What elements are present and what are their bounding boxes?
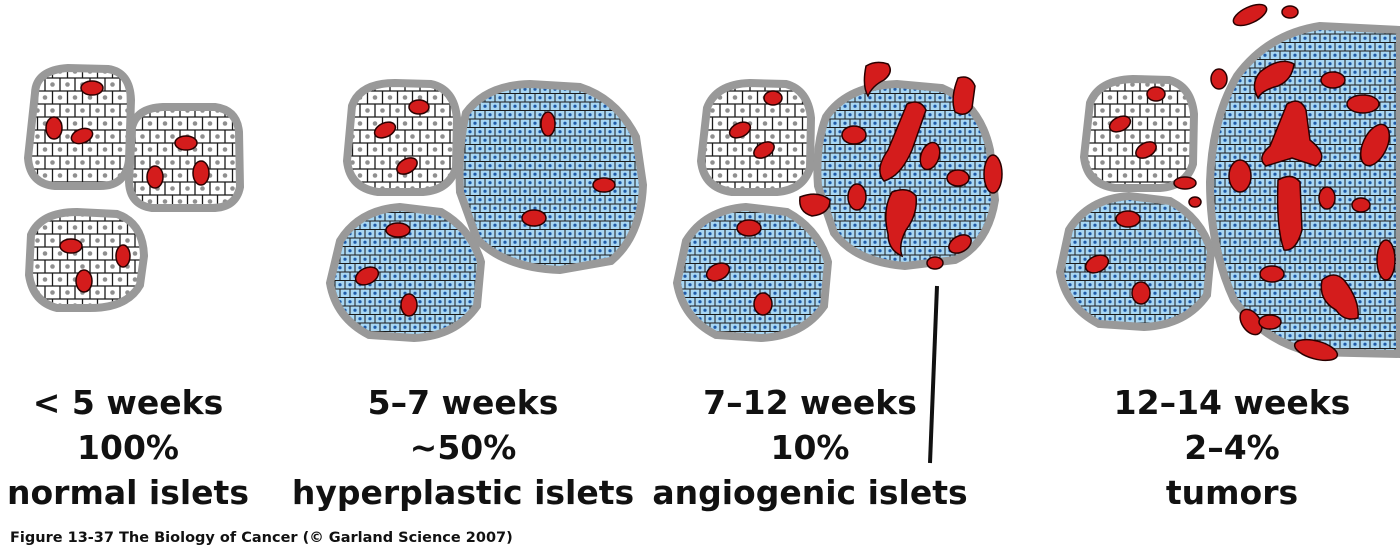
stage-weeks: 7–12 weeks	[703, 383, 917, 422]
stage-4-tumors	[1055, 3, 1400, 362]
stage-kind: angiogenic islets	[652, 473, 968, 512]
stage-percent: 2–4%	[1184, 428, 1280, 467]
normal-islet	[23, 63, 136, 190]
blood-vessels	[45, 80, 210, 293]
hyperplastic-islet	[325, 202, 486, 343]
stage-weeks: 5–7 weeks	[367, 383, 559, 422]
normal-islet	[1079, 74, 1199, 192]
normal-islet	[24, 207, 149, 312]
stage-percent: 100%	[77, 428, 179, 467]
label-pointer-line	[928, 285, 939, 464]
stage-kind: hyperplastic islets	[291, 473, 635, 512]
stage-kind: tumors	[1165, 473, 1299, 512]
normal-islet	[124, 103, 245, 212]
hyperplastic-islet	[672, 202, 833, 343]
stage-1-normal-islets	[23, 63, 245, 312]
stage-percent: 10%	[770, 428, 850, 467]
stage-label-tumors: 12–14 weeks 2–4% tumors	[1052, 380, 1400, 515]
normal-islet	[342, 78, 462, 196]
hyperplastic-islet	[455, 79, 648, 275]
figure-caption: Figure 13-37 The Biology of Cancer (© Ga…	[10, 530, 513, 546]
stage-label-normal: < 5 weeks 100% normal islets	[0, 380, 308, 515]
hyperplastic-islet	[1055, 191, 1216, 332]
blood-vessels	[705, 61, 1003, 316]
stage-percent: ~50%	[409, 428, 517, 467]
stage-label-angiogenic: 7–12 weeks 10% angiogenic islets	[630, 380, 990, 515]
stage-3-angiogenic-islets	[672, 61, 1003, 464]
blood-vessels	[1084, 3, 1396, 362]
stage-label-hyperplastic: 5–7 weeks ~50% hyperplastic islets	[283, 380, 643, 515]
stage-weeks: 12–14 weeks	[1113, 383, 1351, 422]
stage-2-hyperplastic-islets	[325, 78, 648, 343]
normal-islet	[696, 78, 816, 196]
blood-vessels	[354, 99, 616, 317]
stage-weeks: < 5 weeks	[32, 383, 224, 422]
stage-kind: normal islets	[7, 473, 249, 512]
